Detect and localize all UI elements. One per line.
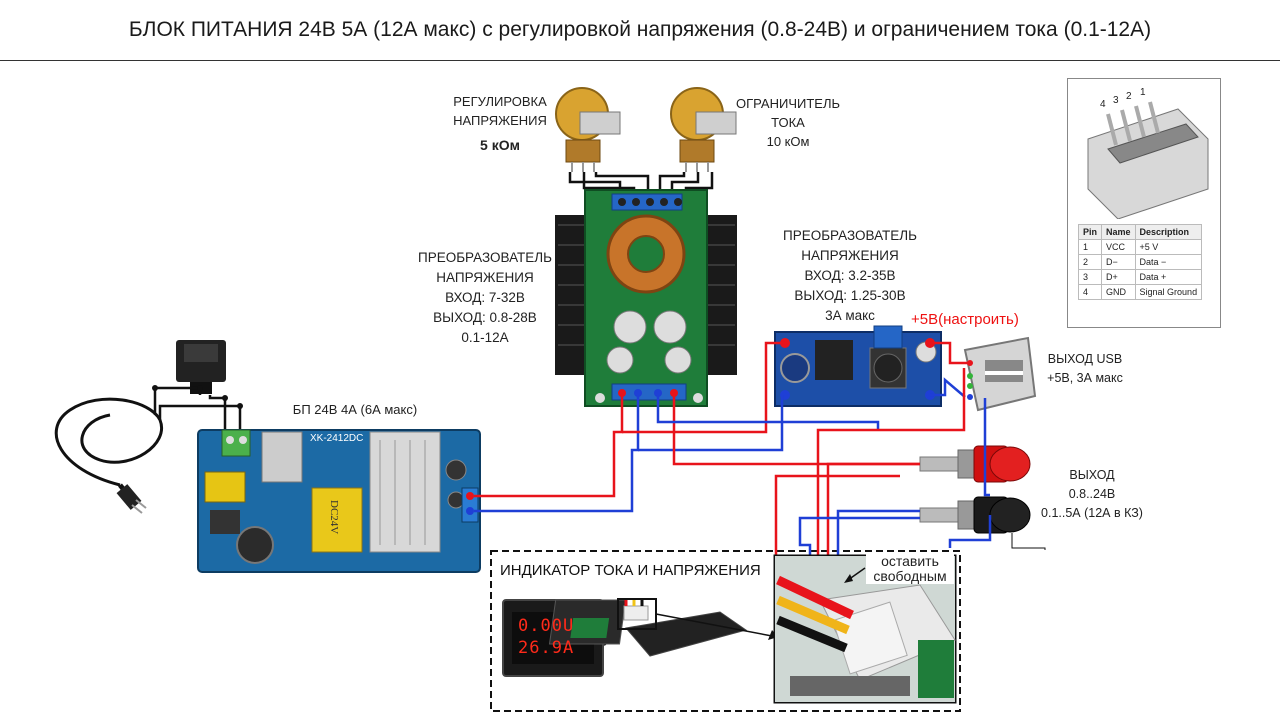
buck-main-line-4: ВЫХОД: 0.8-28В — [433, 310, 537, 325]
rocker-switch — [176, 340, 226, 394]
indicator-back-photo — [548, 598, 778, 657]
leave-free-line-2: свободным — [873, 568, 947, 584]
usb-out-line-2: +5В, 3А макс — [1047, 371, 1123, 385]
usb-pinout-panel: 4 3 2 1 Pin Name Description 1 VCC +5 V … — [1067, 78, 1221, 328]
usb-pin-number: 1 — [1140, 87, 1146, 98]
psu-board — [197, 429, 481, 573]
leave-free-line-1: оставить — [881, 553, 939, 569]
pot-current-line-1: ОГРАНИЧИТЕЛЬ — [735, 96, 841, 111]
table-cell: 1 — [1077, 239, 1103, 255]
table-row: 1 VCC +5 V — [1077, 239, 1203, 255]
buck-usb-line-2: НАПРЯЖЕНИЯ — [801, 248, 899, 263]
usb-pinout-header: Pin Name Description — [1077, 224, 1203, 240]
buck-usb-line-4: ВЫХОД: 1.25-30В — [794, 288, 906, 303]
usb-pin-number: 3 — [1113, 95, 1119, 106]
power-cord — [54, 397, 164, 514]
usb-pin-number: 4 — [1100, 99, 1106, 110]
pot-current-line-2: ТОКА — [771, 115, 805, 130]
output-line-3: 0.1..5А (12А в КЗ) — [1041, 506, 1143, 520]
buck-converter-main — [555, 189, 737, 407]
col-header: Pin — [1077, 224, 1103, 240]
usb-set-label: +5В(настроить) — [911, 311, 1019, 328]
pot-current-label: ОГРАНИЧИТЕЛЬ ТОКА 10 кОм — [733, 94, 843, 151]
binding-post-black — [919, 496, 1031, 534]
indicator-frame — [490, 550, 961, 712]
buck-main-label: ПРЕОБРАЗОВАТЕЛЬ НАПРЯЖЕНИЯ ВХОД: 7-32В В… — [410, 248, 560, 348]
usb-socket — [963, 336, 1037, 412]
col-header: Name — [1101, 224, 1136, 240]
potentiometer-voltage — [555, 87, 621, 172]
buck-usb-line-3: ВХОД: 3.2-35В — [804, 268, 896, 283]
pot-voltage-line-1: РЕГУЛИРОВКА — [453, 94, 547, 109]
leave-free-label: оставить свободным — [866, 554, 954, 584]
psu-label: БП 24В 4А (6А макс) — [292, 402, 418, 417]
title-divider — [0, 60, 1280, 61]
table-row: 4 GND Signal Ground — [1077, 284, 1203, 300]
table-cell: 3 — [1077, 269, 1103, 285]
usb-pin-number: 2 — [1126, 91, 1132, 102]
table-row: 3 D+ Data + — [1077, 269, 1203, 285]
buck-main-line-3: ВХОД: 7-32В — [445, 290, 525, 305]
table-cell: 4 — [1077, 284, 1103, 300]
table-cell: Signal Ground — [1134, 284, 1203, 300]
table-cell: +5 V — [1134, 239, 1203, 255]
pot-voltage-value: 5 кОм — [480, 137, 520, 153]
table-cell: D− — [1101, 254, 1136, 270]
psu-board-text: XK-2412DC — [310, 433, 364, 444]
buck-usb-label: ПРЕОБРАЗОВАТЕЛЬ НАПРЯЖЕНИЯ ВХОД: 3.2-35В… — [775, 226, 925, 326]
buck-usb-line-1: ПРЕОБРАЗОВАТЕЛЬ — [782, 228, 917, 243]
buck-main-line-2: НАПРЯЖЕНИЯ — [436, 270, 534, 285]
pot-voltage-line-2: НАПРЯЖЕНИЯ — [453, 113, 547, 128]
psu-cap-text: DC24V — [328, 500, 340, 535]
output-label: ВЫХОД 0.8..24В 0.1..5А (12А в КЗ) — [1030, 466, 1154, 523]
usb-connector-drawing — [1087, 101, 1209, 219]
table-cell: Data + — [1134, 269, 1203, 285]
pot-voltage-label: РЕГУЛИРОВКА НАПРЯЖЕНИЯ 5 кОм — [450, 92, 550, 155]
buck-usb-line-5: 3А макс — [825, 308, 875, 323]
potentiometer-current — [670, 87, 737, 172]
indicator-display-current: 26.9A — [518, 638, 575, 658]
table-cell: 2 — [1077, 254, 1103, 270]
table-cell: VCC — [1101, 239, 1136, 255]
output-line-1: ВЫХОД — [1069, 468, 1115, 482]
buck-main-line-1: ПРЕОБРАЗОВАТЕЛЬ — [417, 250, 552, 265]
output-line-2: 0.8..24В — [1068, 487, 1116, 501]
table-cell: Data − — [1134, 254, 1203, 270]
binding-post-red — [919, 445, 1031, 483]
indicator-title: ИНДИКАТОР ТОКА И НАПРЯЖЕНИЯ — [500, 562, 761, 579]
buck-converter-usb — [774, 325, 942, 407]
buck-main-line-5: 0.1-12А — [461, 330, 509, 345]
pot-current-line-3: 10 кОм — [766, 134, 810, 149]
usb-out-label: ВЫХОД USB +5В, 3А макс — [1040, 350, 1130, 388]
table-cell: GND — [1101, 284, 1136, 300]
col-header: Description — [1134, 224, 1203, 240]
usb-pinout-table: Pin Name Description 1 VCC +5 V 2 D− Dat… — [1077, 224, 1203, 300]
diagram-title: БЛОК ПИТАНИЯ 24В 5А (12А макс) с регулир… — [128, 18, 1152, 41]
usb-out-line-1: ВЫХОД USB — [1047, 352, 1123, 366]
table-row: 2 D− Data − — [1077, 254, 1203, 270]
table-cell: D+ — [1101, 269, 1136, 285]
indicator-display-voltage: 0.00U — [518, 616, 575, 636]
